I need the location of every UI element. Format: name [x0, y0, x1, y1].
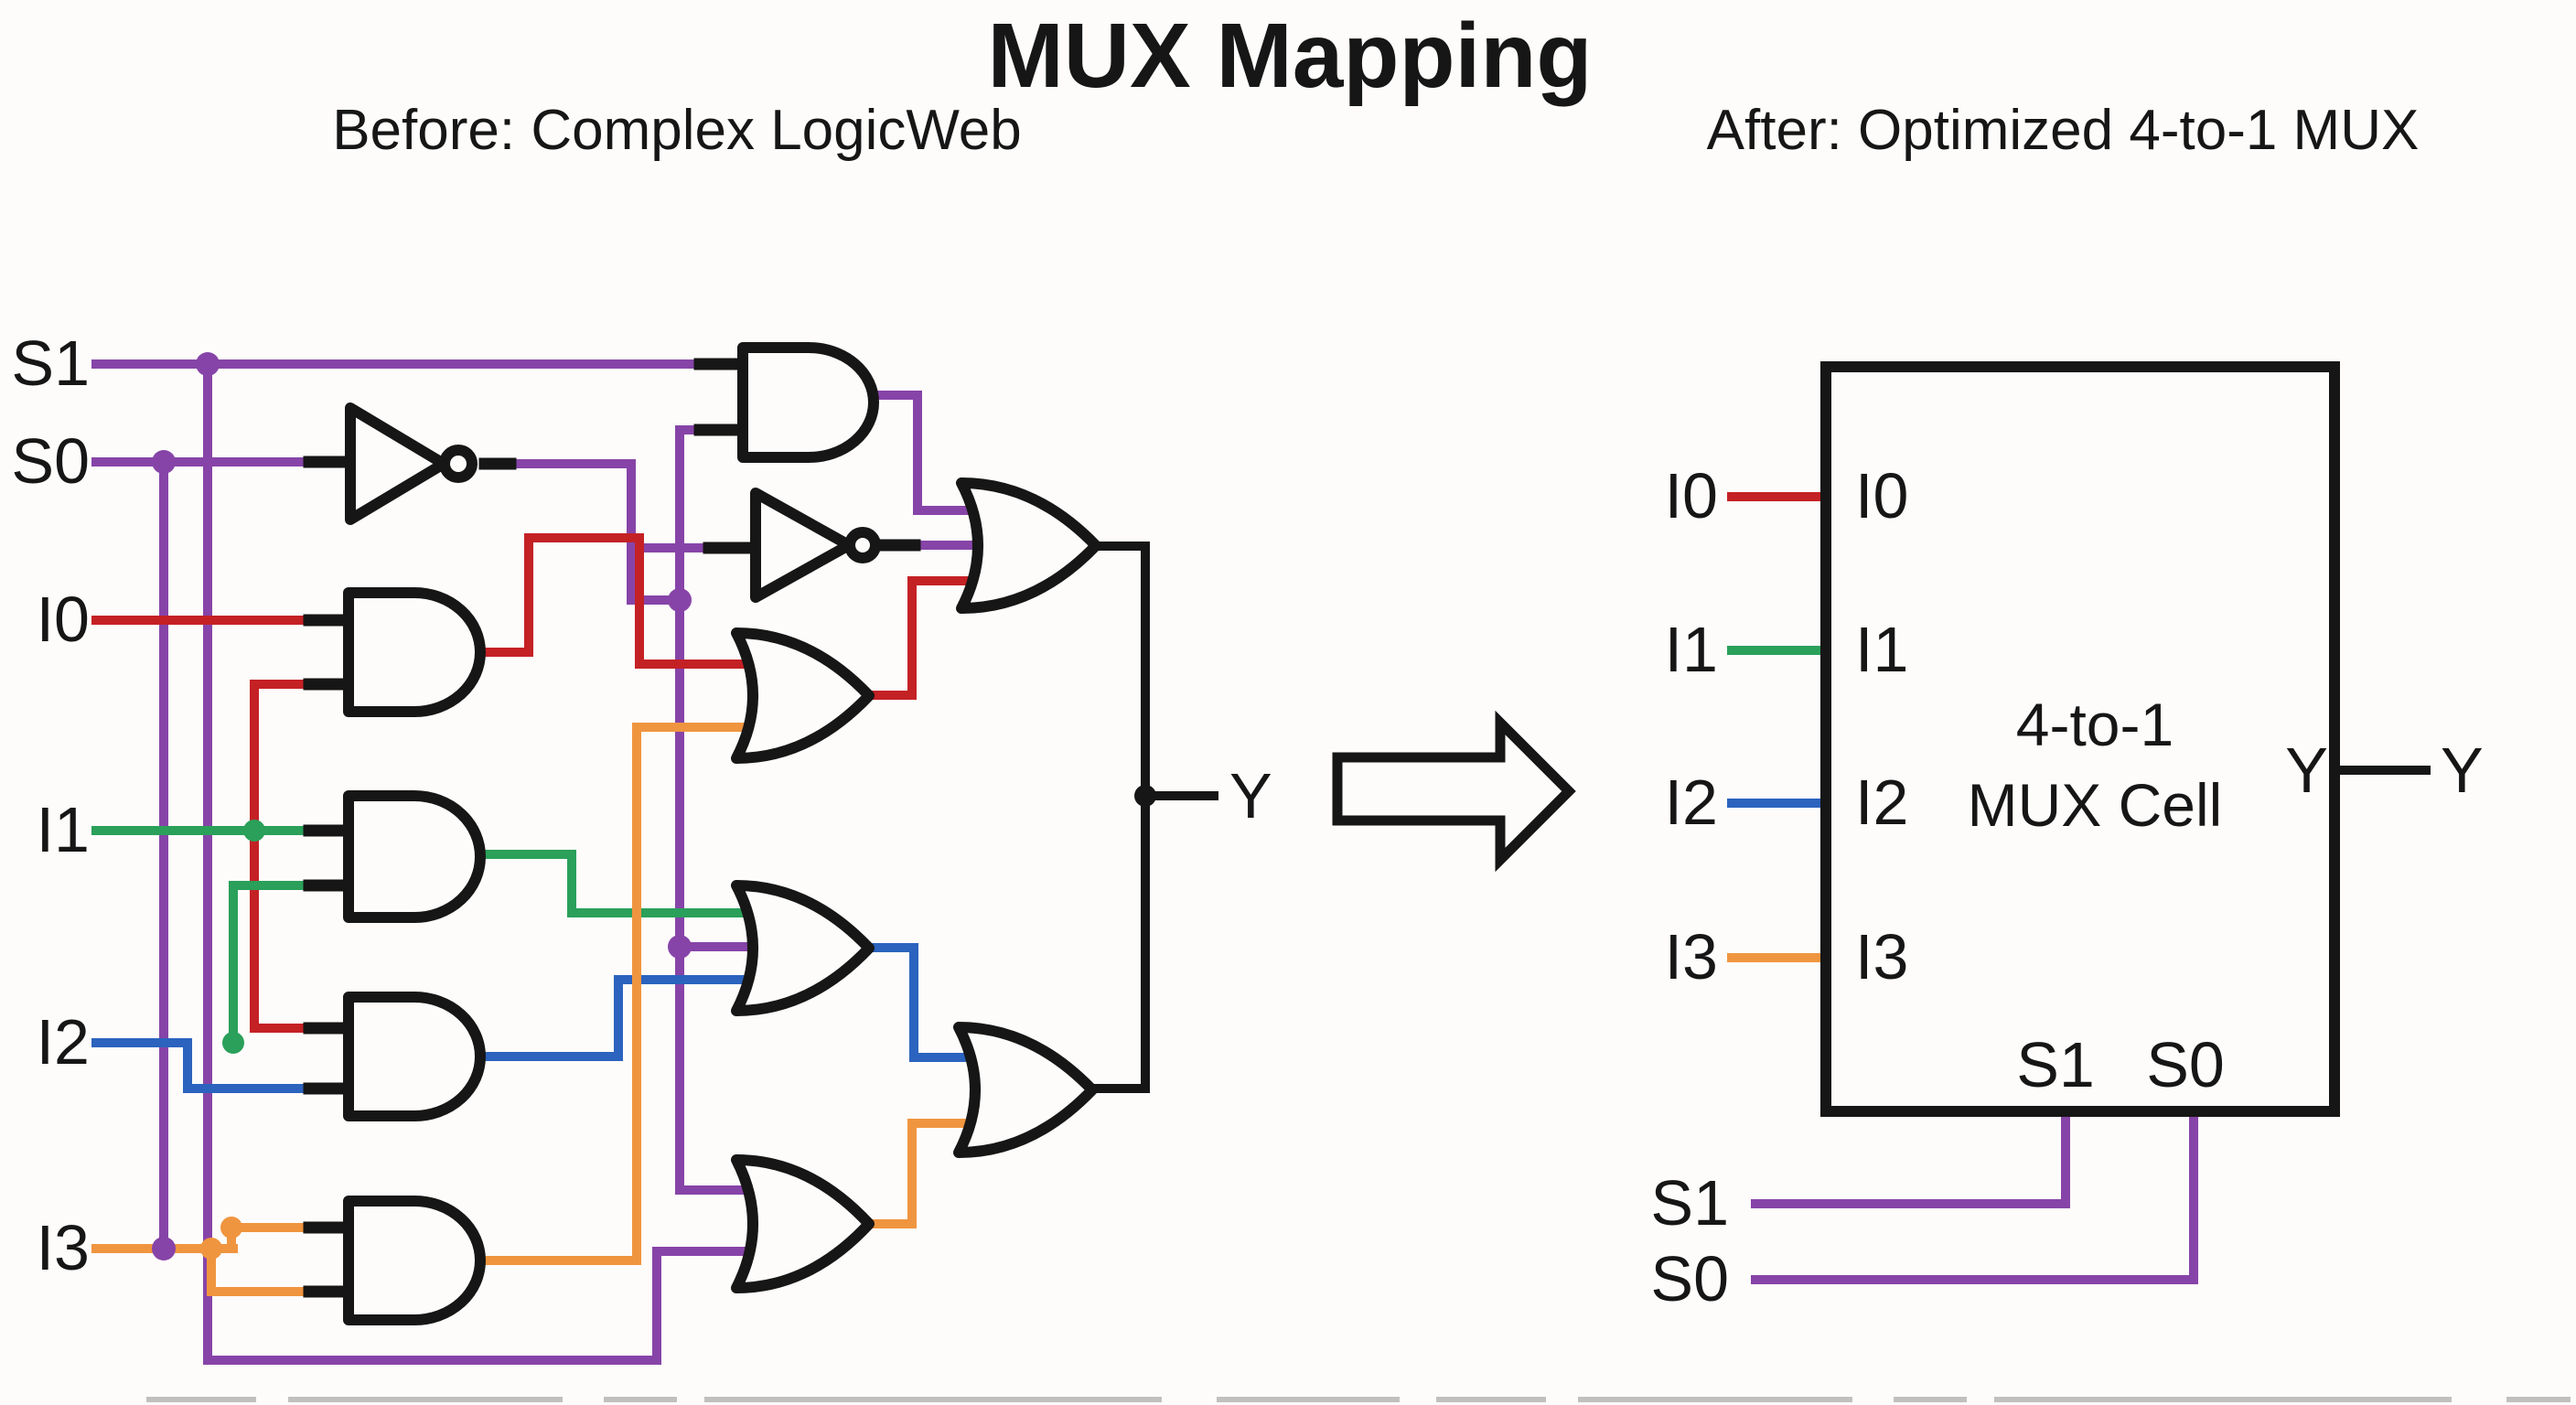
mux-wire-s0 — [1751, 1110, 2198, 1284]
after-subtitle: After: Optimized 4-to-1 MUX — [1707, 99, 2420, 162]
label-i2: I2 — [37, 1006, 90, 1078]
mux-ext-label-i3: I3 — [1665, 921, 1718, 992]
mux-ext-label-s1: S1 — [1650, 1167, 1729, 1239]
mux-cell-name-line1: 4-to-1 — [2016, 691, 2174, 758]
wire-and2-out — [477, 533, 757, 669]
page-title: MUX Mapping — [987, 5, 1592, 107]
wire-s1-rail-bottom-u — [203, 359, 768, 1365]
gates — [343, 342, 1101, 1325]
not-gate-2-bubble — [844, 527, 881, 563]
mux-pin-s1: S1 — [2016, 1029, 2095, 1100]
mux-cell-name-line2: MUX Cell — [1968, 771, 2223, 839]
wire-mid-rail — [675, 425, 768, 1195]
not-gate-2 — [750, 488, 854, 603]
wire-y-bus — [1088, 542, 1150, 1093]
label-i1: I1 — [37, 794, 90, 865]
mux-pin-i3: I3 — [1855, 921, 1908, 992]
and-gate-1 — [737, 342, 879, 463]
output-wires-black — [1088, 542, 1218, 1093]
not-gate-1 — [345, 402, 449, 525]
mux-ext-label-s0: S0 — [1650, 1243, 1729, 1314]
label-y-before: Y — [1229, 760, 1272, 831]
wire-and3-out — [477, 850, 757, 917]
and-gate-3 — [343, 790, 486, 923]
and-gate-5 — [343, 1196, 486, 1325]
wire-and5-bottom-feed — [207, 1244, 355, 1296]
mux-pin-i0: I0 — [1855, 460, 1908, 531]
transform-arrow-icon — [1332, 710, 1576, 873]
wire-not1-out — [480, 459, 684, 605]
wire-or3-out — [864, 943, 991, 1062]
before-subtitle: Before: Complex LogicWeb — [332, 99, 1022, 162]
i2-wires-blue — [91, 943, 991, 1093]
or-gate-3 — [731, 880, 875, 1016]
wire-i2-row — [91, 1038, 355, 1093]
and-gate-4 — [343, 992, 486, 1121]
and-gate-2 — [343, 587, 486, 717]
mux-pin-i1: I1 — [1855, 614, 1908, 685]
mux-pin-s0: S0 — [2146, 1029, 2225, 1100]
select-wires-purple — [91, 359, 993, 1365]
or-gate-5 — [731, 1154, 875, 1293]
mux-pin-y: Y — [2285, 735, 2328, 806]
junction-dot-y — [1134, 785, 1156, 807]
wire-and1-out — [869, 391, 993, 515]
mux-ext-label-i0: I0 — [1665, 460, 1718, 531]
junction-dots-purple — [152, 352, 692, 1260]
or-gate-1 — [956, 477, 1101, 614]
junction-dots-orange — [200, 1217, 242, 1260]
junction-dots-green — [222, 820, 265, 1054]
wire-or5-out — [864, 1119, 991, 1228]
after-circuit: I0 I1 I2 I3 S1 S0 I0 I1 I2 I3 S1 S0 Y Y … — [1650, 361, 2484, 1314]
mux-cell-box — [1820, 361, 2340, 1117]
mux-ext-label-y: Y — [2441, 735, 2484, 806]
before-circuit: S1 S0 I0 I1 I2 I3 Y — [11, 327, 1272, 1365]
mux-pin-i2: I2 — [1855, 767, 1908, 838]
label-s0: S0 — [11, 425, 90, 497]
not-gate-1-bubble — [439, 445, 478, 483]
label-i0: I0 — [37, 584, 90, 655]
wire-and5-out — [479, 723, 757, 1265]
label-s1: S1 — [11, 327, 90, 399]
mux-ext-label-i1: I1 — [1665, 614, 1718, 685]
or-gate-4 — [953, 1022, 1098, 1158]
or-gate-2 — [731, 627, 875, 764]
label-i3: I3 — [37, 1212, 90, 1283]
wire-red-rail — [250, 680, 355, 1033]
wire-or2-out — [864, 576, 993, 700]
mux-wire-s1 — [1751, 1110, 2070, 1208]
wire-and4-out — [477, 975, 757, 1061]
mux-ext-label-i2: I2 — [1665, 767, 1718, 838]
